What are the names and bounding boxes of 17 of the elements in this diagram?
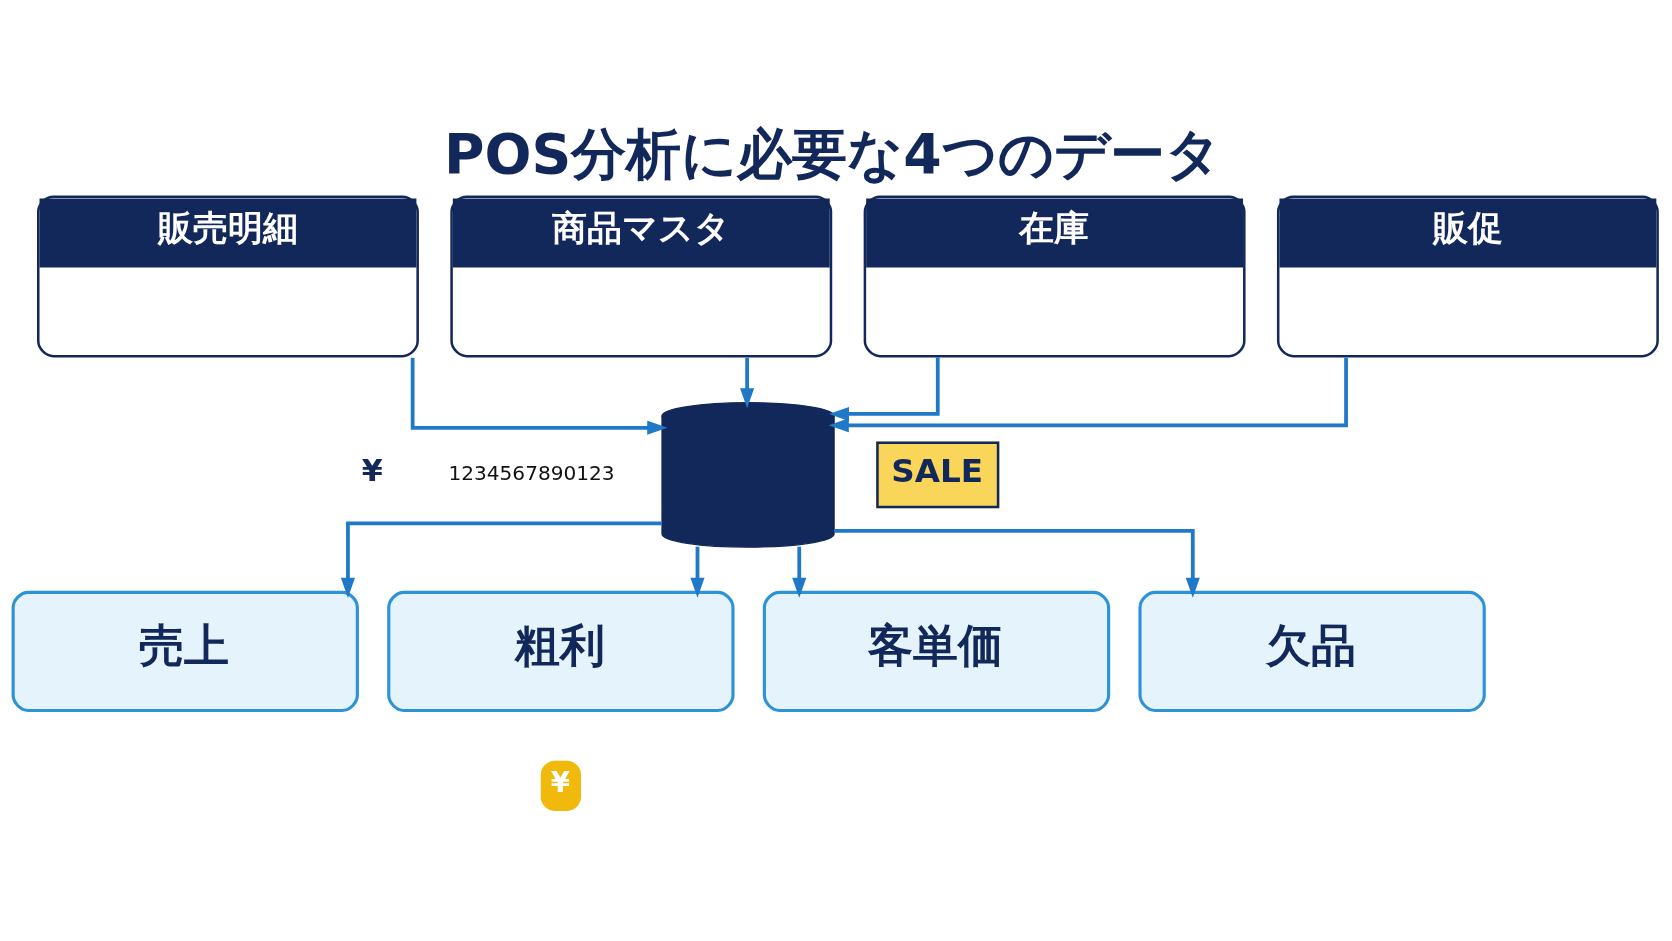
arrow bbox=[834, 528, 1200, 598]
arrow bbox=[740, 357, 755, 409]
label: 1234567890123 bbox=[448, 460, 615, 485]
diagram-title: POS分析に必要な4つのデータ bbox=[444, 122, 1221, 187]
label: ¥ bbox=[550, 765, 571, 799]
node-box: 粗利 bbox=[387, 590, 735, 713]
arrow bbox=[792, 546, 807, 598]
arrow bbox=[828, 357, 1348, 433]
node-box: 欠品 bbox=[1138, 590, 1486, 713]
label: ¥ bbox=[361, 453, 383, 489]
label: SALE bbox=[891, 452, 984, 491]
node-box: 売上 bbox=[11, 590, 359, 713]
arrow bbox=[410, 357, 668, 435]
node-box: 客単価 bbox=[762, 590, 1111, 713]
arrow bbox=[340, 521, 662, 598]
arrow bbox=[828, 357, 940, 421]
arrow bbox=[690, 546, 705, 598]
